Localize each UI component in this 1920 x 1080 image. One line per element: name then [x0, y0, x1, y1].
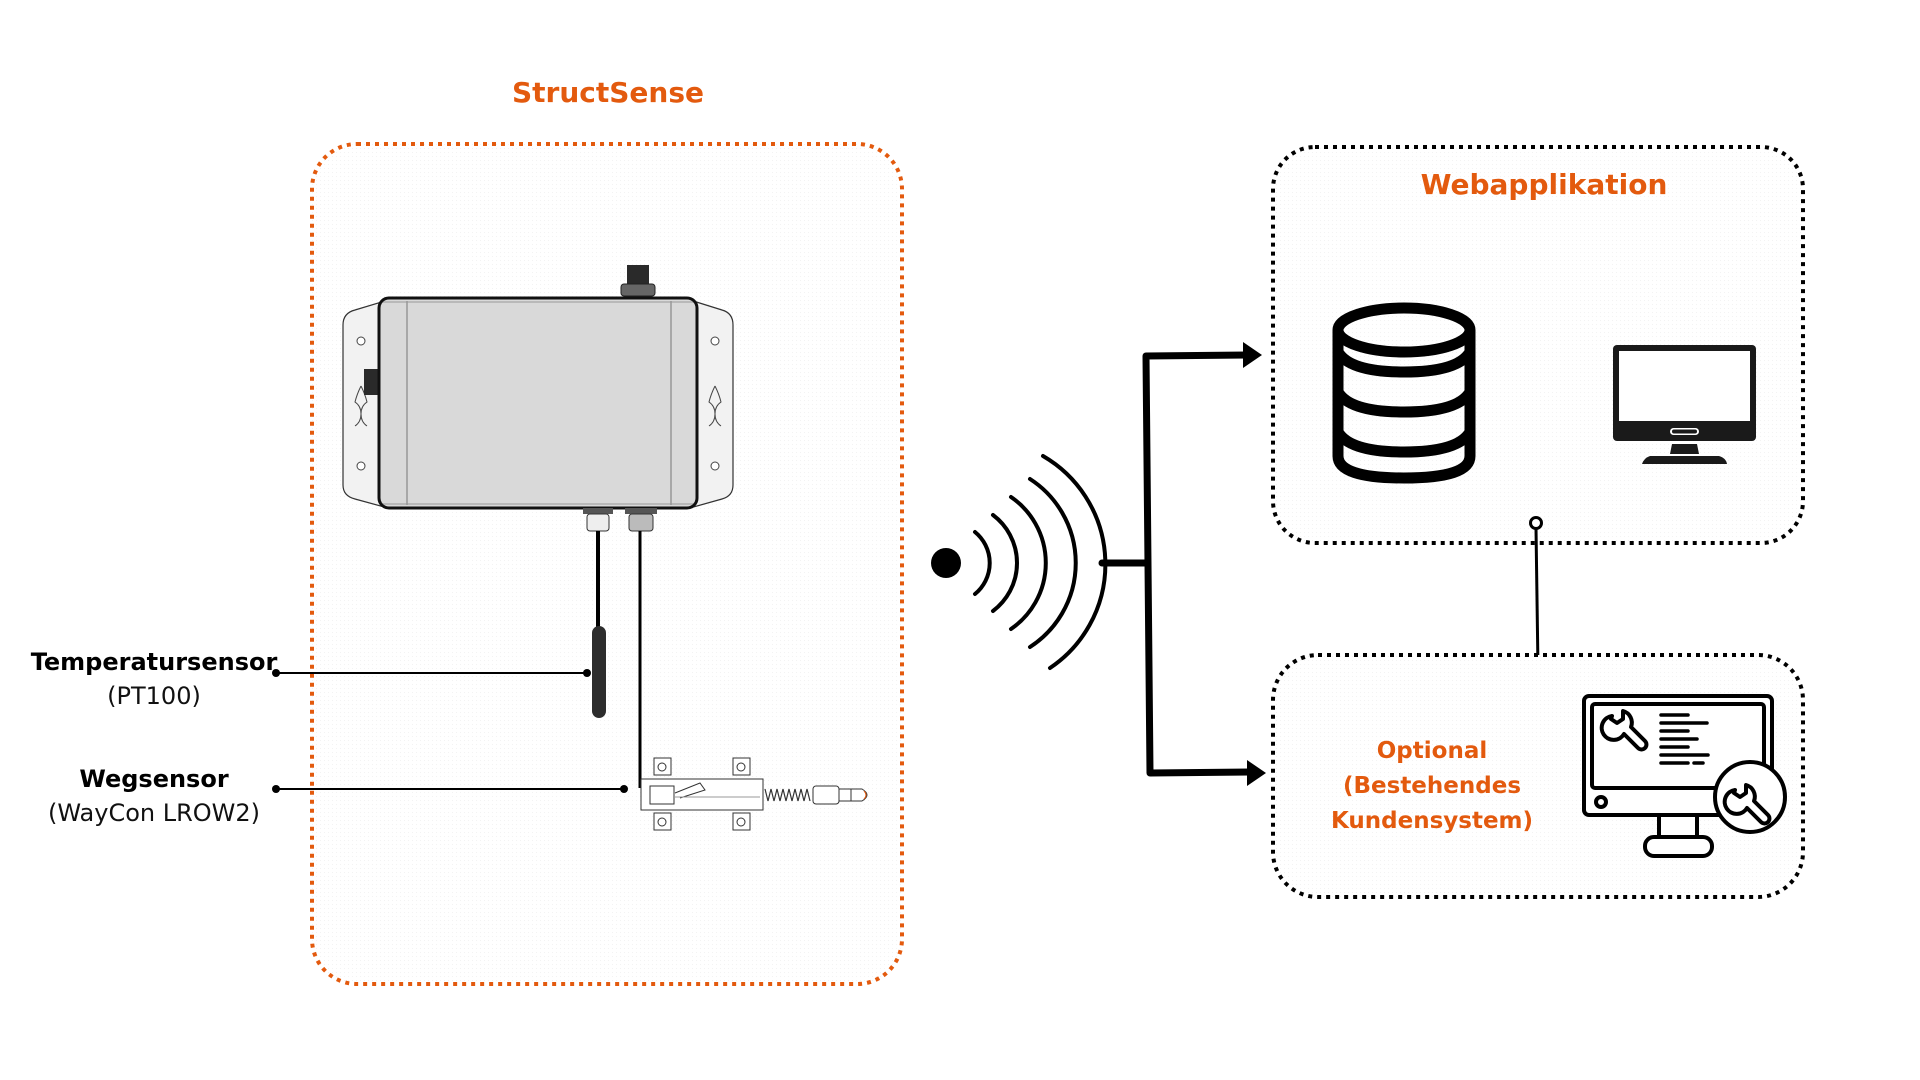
webapp-title: Webapplikation — [1420, 168, 1668, 201]
displacement-sensor — [640, 757, 868, 831]
temperature-sensor-model: (PT100) — [107, 682, 201, 710]
temperature-probe — [592, 626, 606, 718]
bottom-connector-temperature — [586, 513, 610, 532]
displacement-sensor-model: (WayCon LROW2) — [47, 799, 261, 827]
device-body — [377, 296, 699, 510]
side-connector — [364, 369, 380, 395]
bottom-connector-displacement — [628, 513, 654, 532]
webapp-optional-connector — [1534, 527, 1540, 670]
structsense-container — [310, 142, 904, 986]
structsense-title: StructSense — [511, 76, 705, 109]
desktop-monitor-icon — [1613, 345, 1756, 464]
temperature-sensor-name: Temperatursensor — [30, 648, 278, 676]
left-mounting-bracket — [342, 299, 389, 509]
optional-line-3: Kundensystem) — [1330, 808, 1534, 834]
maintenance-monitor-icon — [1582, 694, 1787, 858]
branch-connector — [1098, 351, 1254, 777]
wireless-signal-icon — [931, 454, 1108, 670]
optional-line-1: Optional — [1376, 738, 1488, 764]
arrow-to-optional — [1247, 760, 1266, 786]
displacement-sensor-name: Wegsensor — [79, 765, 229, 793]
top-connector — [627, 265, 649, 285]
temperature-leader-dot — [272, 669, 280, 677]
optional-line-2: (Bestehendes — [1342, 773, 1522, 799]
gateway-device — [342, 265, 734, 532]
webapp-container — [1271, 145, 1805, 545]
displacement-leader-dot — [272, 785, 280, 793]
optional-label: Optional (Bestehendes Kundensystem) — [1331, 734, 1533, 839]
arrow-to-webapp — [1243, 342, 1262, 368]
database-icon — [1332, 302, 1476, 484]
